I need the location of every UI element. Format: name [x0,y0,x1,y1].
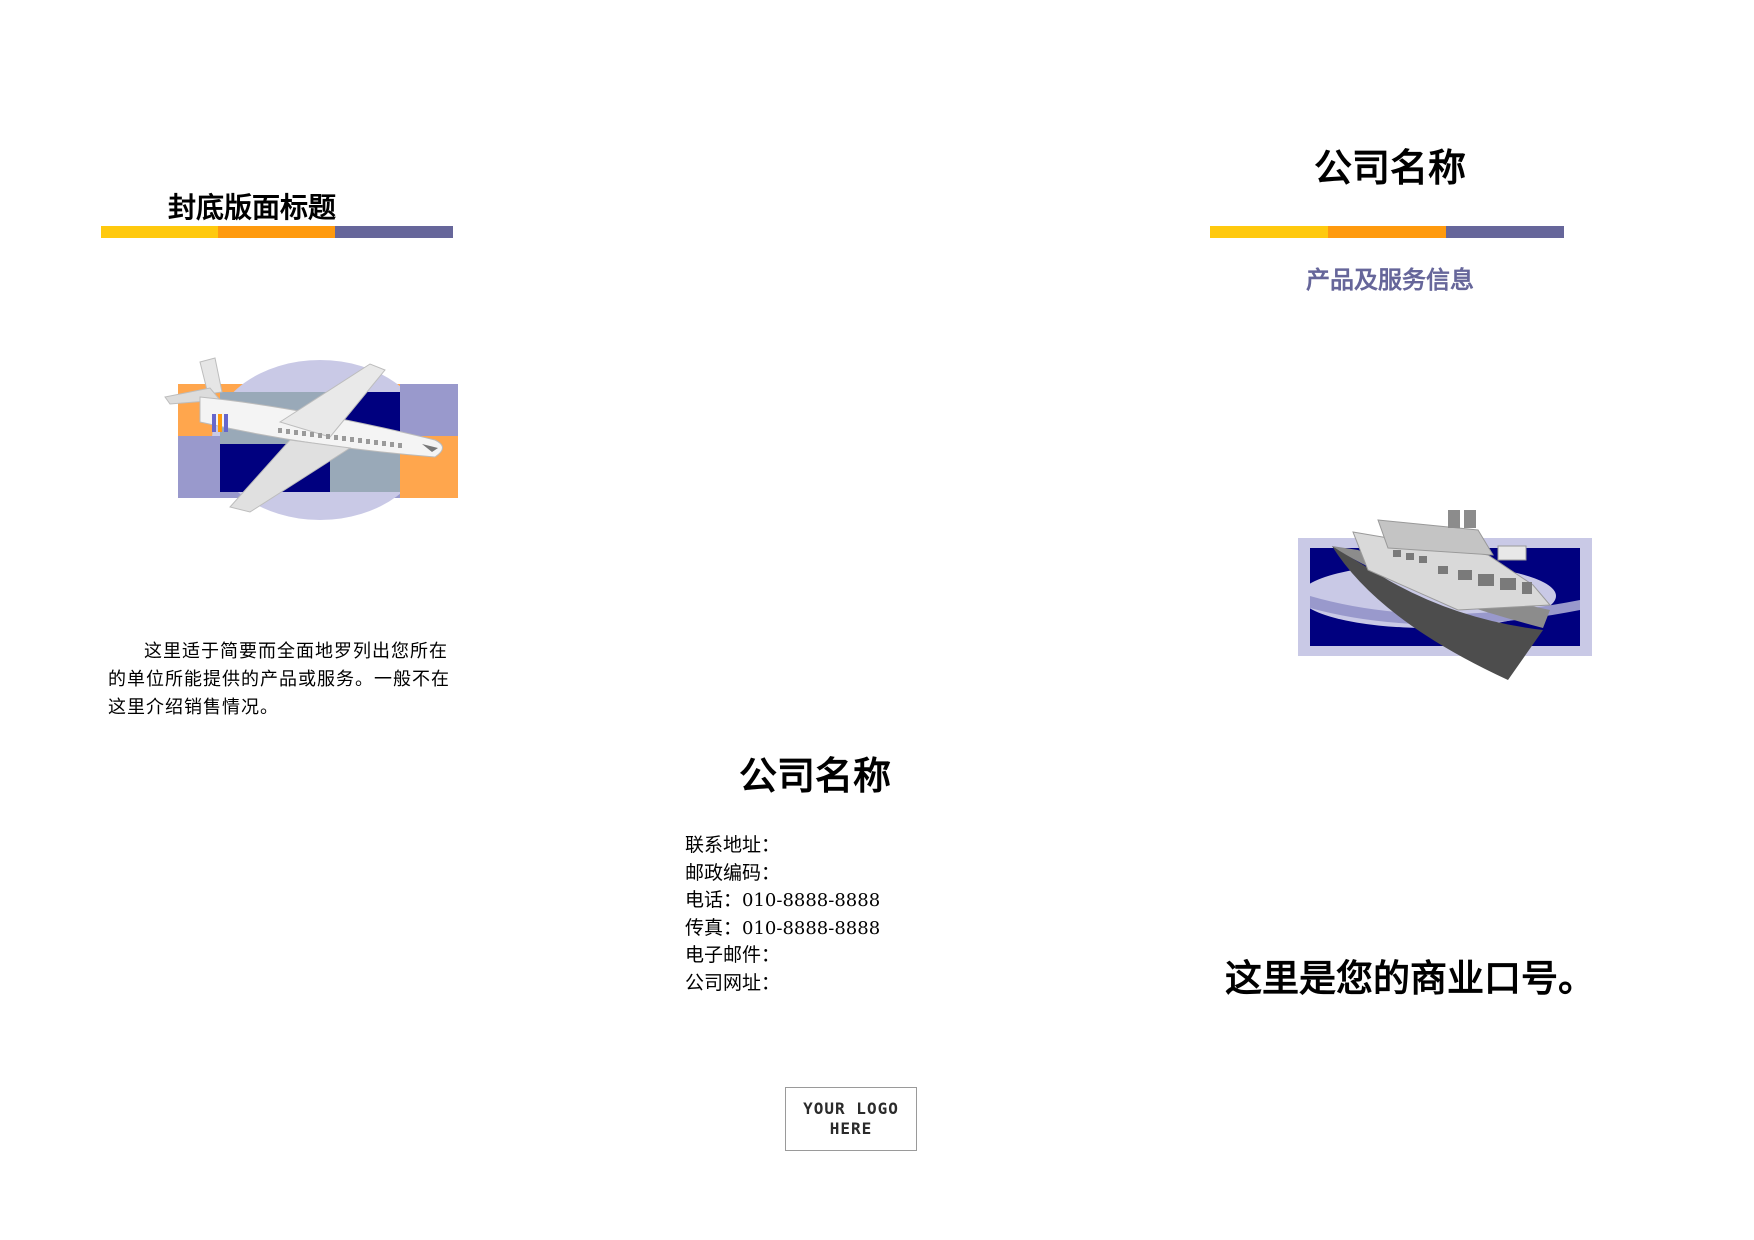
airplane-icon [164,357,458,520]
color-bar-orange [1327,226,1446,238]
center-company-name: 公司名称 [738,754,891,798]
back-color-bar [101,226,453,238]
color-bar-purple [1445,226,1564,238]
contact-phone: 电话：010-8888-8888 [685,887,985,915]
contact-list: 联系地址： 邮政编码： 电话：010-8888-8888 传真：010-8888… [685,832,985,997]
contact-fax: 传真：010-8888-8888 [685,915,985,943]
logo-text: YOUR LOGO HERE [803,1099,899,1138]
front-company-name: 公司名称 [1313,146,1466,190]
logo-placeholder: YOUR LOGO HERE [785,1087,917,1151]
contact-value: 010-8888-8888 [742,917,881,939]
contact-website: 公司网址： [685,970,985,998]
contact-value: 010-8888-8888 [742,890,881,911]
contact-label: 传真： [685,916,743,939]
contact-label: 电话： [685,889,743,911]
intro-paragraph: 这里适于简要而全面地罗列出您所在的单位所能提供的产品或服务。一般不在这里介绍销售… [108,638,460,722]
color-bar-yellow [101,226,219,238]
contact-email: 电子邮件： [685,942,985,970]
color-bar-orange [218,226,336,238]
contact-postcode: 邮政编码： [685,860,985,888]
contact-label: 公司网址： [685,971,781,994]
contact-address: 联系地址： [685,832,985,860]
contact-label: 联系地址： [685,834,781,856]
contact-label: 邮政编码： [685,861,781,884]
business-slogan: 这里是您的商业口号。 [1225,957,1595,1000]
intro-text: 这里适于简要而全面地罗列出您所在的单位所能提供的产品或服务。一般不在这里介绍销售… [108,641,450,718]
ship-icon [1298,510,1592,680]
front-color-bar [1210,226,1564,238]
back-panel-title: 封底版面标题 [167,191,336,224]
contact-label: 电子邮件： [685,944,781,966]
front-subtitle: 产品及服务信息 [1306,266,1474,294]
color-bar-purple [335,226,453,238]
color-bar-yellow [1210,226,1328,238]
